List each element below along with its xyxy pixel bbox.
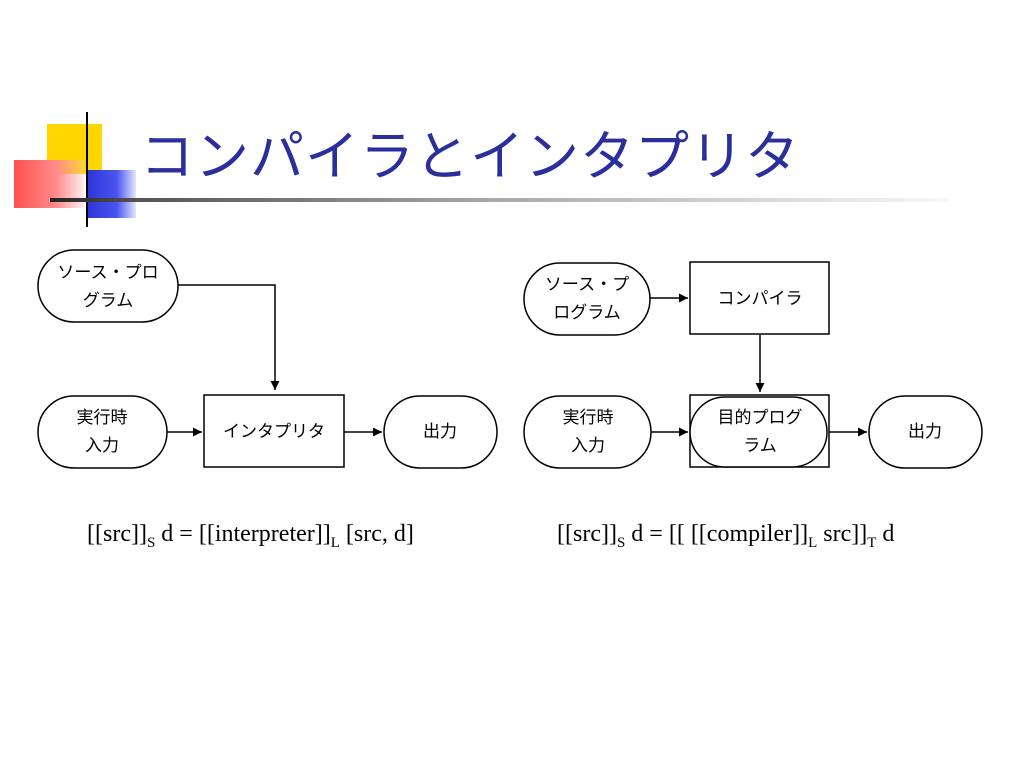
interpreter-output-label: 出力	[423, 422, 457, 442]
decor-blue-square	[88, 170, 136, 218]
interpreter-source-label-2: グラム	[83, 291, 134, 311]
interpreter-formula: [[src]]S d = [[interpreter]]L [src, d]	[87, 521, 414, 552]
compiler-label: コンパイラ	[718, 289, 803, 309]
arrow-source-to-interpreter	[178, 284, 280, 390]
interpreter-runtime-input-node: 実行時 入力	[37, 395, 168, 469]
compiler-target-program-node: 目的プログ ラム	[689, 394, 830, 468]
compiler-formula-part-2: d = [[ [[compiler]]	[625, 521, 809, 547]
interpreter-diagram: ソース・プロ グラム 実行時 入力 インタプリタ 出力	[37, 249, 498, 469]
compiler-output-node: 出力	[868, 395, 983, 469]
interpreter-formula-sub-1: S	[146, 534, 156, 551]
interpreter-source-label-1: ソース・プロ	[57, 263, 158, 283]
title-underline	[50, 198, 950, 202]
compiler-source-label-2: ログラム	[553, 303, 621, 323]
compiler-source-program-node: ソース・プ ログラム	[523, 262, 651, 336]
interpreter-node: インタプリタ	[203, 394, 345, 468]
interpreter-source-program-node: ソース・プロ グラム	[37, 249, 179, 323]
compiler-runtime-input-node: 実行時 入力	[523, 395, 652, 469]
interpreter-formula-part-2: d = [[interpreter]]	[155, 521, 331, 547]
compiler-source-label-1: ソース・プ	[545, 275, 629, 295]
compiler-target-label-2: ラム	[743, 436, 777, 456]
decor-vertical-line	[86, 112, 88, 227]
interpreter-input-label-2: 入力	[85, 436, 119, 456]
compiler-formula-part-1: [[src]]	[557, 521, 617, 547]
compiler-formula-sub-2: L	[808, 534, 818, 551]
interpreter-formula-part-1: [[src]]	[87, 521, 147, 547]
compiler-formula: [[src]]S d = [[ [[compiler]]L src]]T d	[557, 521, 894, 552]
compiler-formula-part-3: src]]	[817, 521, 868, 547]
compiler-input-label-1: 実行時	[563, 408, 614, 428]
compiler-target-label-1: 目的プログ	[718, 408, 803, 428]
compiler-node: コンパイラ	[689, 261, 830, 335]
interpreter-formula-part-3: [src, d]	[339, 521, 414, 547]
interpreter-input-label-1: 実行時	[77, 408, 128, 428]
interpreter-output-node: 出力	[383, 395, 498, 469]
interpreter-formula-sub-2: L	[330, 534, 340, 551]
compiler-formula-sub-3: T	[867, 534, 877, 551]
compiler-diagram: ソース・プ ログラム コンパイラ 実行時 入力 目的プログ ラム 出力	[523, 261, 983, 469]
compiler-formula-part-4: d	[876, 521, 895, 547]
compiler-formula-sub-1: S	[616, 534, 626, 551]
interpreter-label: インタプリタ	[223, 422, 325, 442]
slide-title: コンパイラとインタプリタ	[140, 125, 800, 188]
compiler-input-label-2: 入力	[571, 436, 605, 456]
compiler-output-label: 出力	[908, 422, 942, 442]
